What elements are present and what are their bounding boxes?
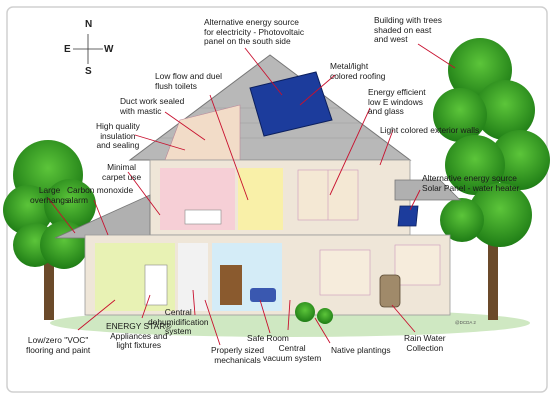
compass-north: N — [85, 19, 93, 30]
label-voc: Low/zero "VOC" flooring and paint — [26, 335, 91, 355]
compass-south: S — [85, 66, 92, 77]
bookshelf — [220, 265, 242, 305]
label-trees: Building with trees shaded on east and w… — [374, 15, 442, 45]
solar-water-panel — [397, 205, 419, 227]
artist-logo: @DCDA 2 — [455, 320, 476, 325]
bathroom — [238, 168, 283, 230]
native-plant — [317, 308, 333, 324]
native-plant — [295, 302, 315, 322]
label-solar-water: Alternative energy source Solar Panel - … — [422, 173, 520, 193]
label-rain: Rain Water Collection — [404, 333, 446, 353]
label-walls: Light colored exterior walls — [380, 125, 480, 135]
wing-roof — [394, 179, 461, 201]
label-overhangs: Large overhangs — [30, 185, 70, 205]
label-windows: Energy efficient low E windows and glass — [368, 87, 426, 117]
lower-window — [319, 249, 371, 296]
sofa — [250, 288, 276, 302]
label-plantings: Native plantings — [331, 345, 391, 355]
label-co-alarm: Carbon monoxide alarm — [67, 185, 134, 205]
label-dehumid: Central dehumidification system — [148, 307, 209, 337]
bed — [184, 209, 222, 225]
label-safe-room: Safe Room — [247, 333, 289, 343]
leader-lines — [47, 43, 456, 346]
photovoltaic-panel — [249, 71, 333, 137]
label-energy-star: ENERGY STAR® Appliances and light fixtur… — [106, 321, 172, 351]
compass-rose — [73, 34, 103, 64]
label-solar-pv: Alternative energy source for electricit… — [204, 17, 305, 47]
wing-window — [394, 244, 441, 286]
compass-west: W — [104, 44, 114, 55]
right-trees — [433, 38, 550, 320]
label-vacuum: Central vacuum system — [263, 343, 322, 363]
rain-barrel — [379, 274, 401, 308]
label-duct: Duct work sealed with mastic — [120, 96, 185, 116]
refrigerator — [144, 264, 168, 306]
label-mechanicals: Properly sized mechanicals — [211, 345, 265, 365]
label-roofing: Metal/light colored roofing — [330, 61, 386, 81]
compass-east: E — [64, 44, 71, 55]
label-toilets: Low flow and duel flush toilets — [155, 71, 223, 91]
lawn — [50, 309, 530, 337]
hallway — [178, 243, 208, 311]
label-carpet: Minimal carpet use — [102, 162, 142, 182]
label-insulation: High quality insulation and sealing — [96, 121, 140, 151]
